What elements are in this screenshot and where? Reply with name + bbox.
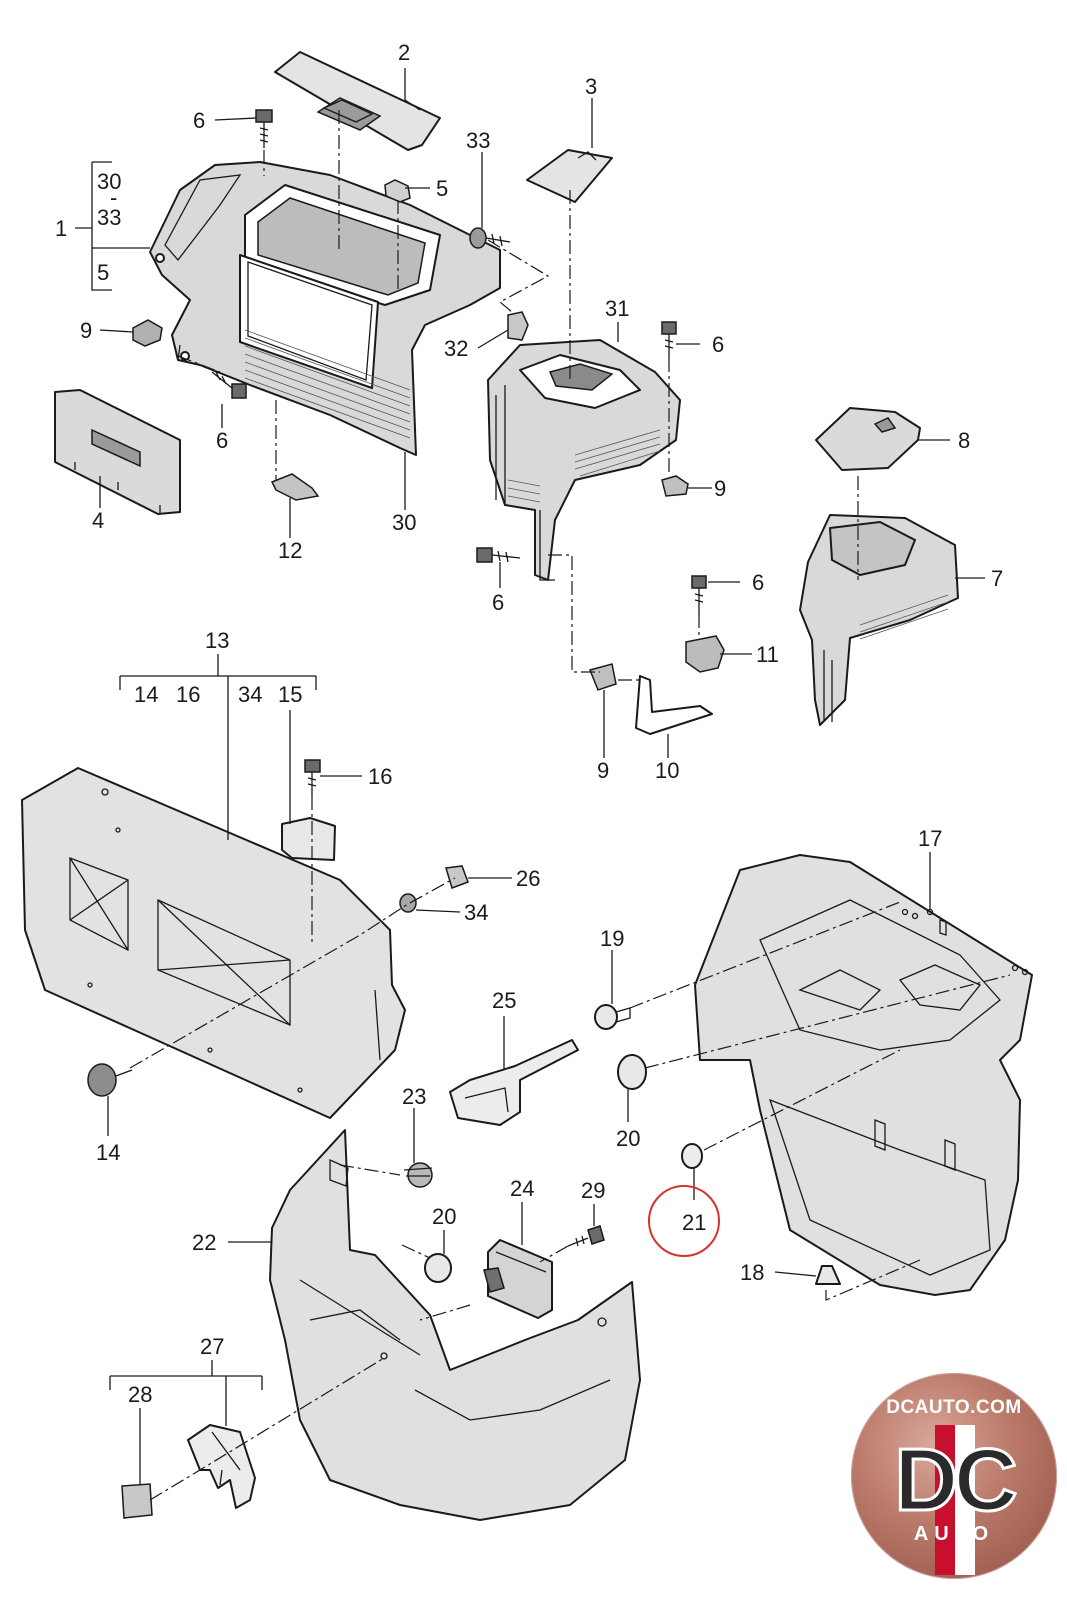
screw-6e [691, 575, 707, 614]
callout-14a: 14 [134, 682, 158, 707]
clip-9b [661, 475, 689, 497]
logo-url: DCAUTO.COM [886, 1397, 1022, 1418]
knob-14 [87, 1063, 133, 1097]
screw-6b [211, 371, 247, 399]
callout-3: 3 [585, 74, 597, 99]
callout-27: 27 [200, 1334, 224, 1359]
callout-33b: 33 [466, 128, 490, 153]
callout-9b: 9 [714, 476, 726, 501]
callout-5b: 5 [436, 176, 448, 201]
callout-12: 12 [278, 538, 302, 563]
callout-34b: 34 [464, 900, 488, 925]
callout-18: 18 [740, 1260, 764, 1285]
screw-6d [476, 547, 521, 563]
clip-9c [588, 663, 617, 691]
clip-18 [815, 1265, 841, 1285]
callout-28: 28 [128, 1382, 152, 1407]
callout-9a: 9 [80, 318, 92, 343]
plug-20a [617, 1054, 647, 1090]
callout-4: 4 [92, 508, 104, 533]
callout-29: 29 [581, 1178, 605, 1203]
callout-32: 32 [444, 336, 468, 361]
panel-13 [21, 767, 406, 1119]
highlight-circle-21 [648, 1185, 720, 1257]
screw-6c [661, 321, 677, 358]
leaders [75, 68, 985, 1484]
logo-sub: AUTO [913, 1523, 995, 1545]
bracket-27 [187, 1424, 256, 1509]
screw-16 [304, 759, 321, 796]
callout-1: 1 [55, 216, 67, 241]
screw-33 [469, 227, 511, 249]
strap-25 [449, 1039, 579, 1126]
console-31 [487, 339, 681, 581]
callout-16b: 16 [368, 764, 392, 789]
clip-32 [507, 311, 529, 341]
clip-26 [445, 865, 469, 889]
clip-9a [132, 319, 163, 347]
callout-6b: 6 [216, 428, 228, 453]
callout-20a: 20 [616, 1126, 640, 1151]
bracket-11 [685, 635, 725, 673]
callout-33a: 33 [97, 205, 121, 230]
bolt-23 [403, 1162, 433, 1188]
plug-21 [681, 1143, 703, 1169]
trim-7 [799, 514, 959, 726]
callout-17: 17 [918, 826, 942, 851]
callout-30b: 30 [392, 510, 416, 535]
callout-16a: 16 [176, 682, 200, 707]
lid-2 [274, 51, 441, 151]
lamp-24 [483, 1239, 553, 1319]
callout-14b: 14 [96, 1140, 120, 1165]
screw-29 [567, 1225, 605, 1247]
bracket-10 [635, 675, 713, 735]
screw-6a [255, 109, 273, 148]
callout-dash: - [110, 185, 117, 210]
callout-2: 2 [398, 40, 410, 65]
clip-5 [384, 179, 411, 203]
callout-31: 31 [605, 296, 629, 321]
lid-8 [815, 407, 921, 471]
grommet-34 [399, 893, 417, 913]
callout-25: 25 [492, 988, 516, 1013]
push-pin-19 [594, 1004, 631, 1030]
callout-9c: 9 [597, 758, 609, 783]
callout-30a: 30 [97, 169, 121, 194]
callout-6a: 6 [193, 108, 205, 133]
lid-3 [526, 149, 613, 203]
callout-24: 24 [510, 1176, 534, 1201]
callout-20b: 20 [432, 1204, 456, 1229]
callout-23: 23 [402, 1084, 426, 1109]
plug-20b [424, 1253, 452, 1283]
block-15 [281, 817, 336, 861]
callout-8: 8 [958, 428, 970, 453]
callout-6c: 6 [712, 332, 724, 357]
tub-17 [694, 854, 1033, 1296]
callout-13: 13 [205, 628, 229, 653]
trim-panel-30 [149, 161, 501, 456]
callout-10: 10 [655, 758, 679, 783]
logo-mark: DC [893, 1429, 1019, 1531]
callout-22: 22 [192, 1230, 216, 1255]
callout-26: 26 [516, 866, 540, 891]
cover-plate-4 [54, 389, 181, 515]
callout-15: 15 [278, 682, 302, 707]
logo-stripe-white [955, 1425, 975, 1575]
box-22 [269, 1129, 641, 1521]
callout-labels: 1 30 - 33 5 2 3 33 5 6 9 6 4 12 30 31 32… [55, 40, 1003, 1407]
callout-19: 19 [600, 926, 624, 951]
callout-11: 11 [756, 642, 779, 667]
callout-34a: 34 [238, 682, 262, 707]
bracket-12 [270, 473, 320, 501]
dcauto-logo: DCAUTO.COM DC AUTO [851, 1373, 1057, 1579]
callout-7: 7 [991, 566, 1003, 591]
callout-5a: 5 [97, 260, 109, 285]
callout-6d: 6 [492, 590, 504, 615]
callout-6e: 6 [752, 570, 764, 595]
logo-stripe-red [935, 1425, 955, 1575]
clip-28 [121, 1483, 153, 1519]
callout-21: 21 [682, 1210, 706, 1235]
